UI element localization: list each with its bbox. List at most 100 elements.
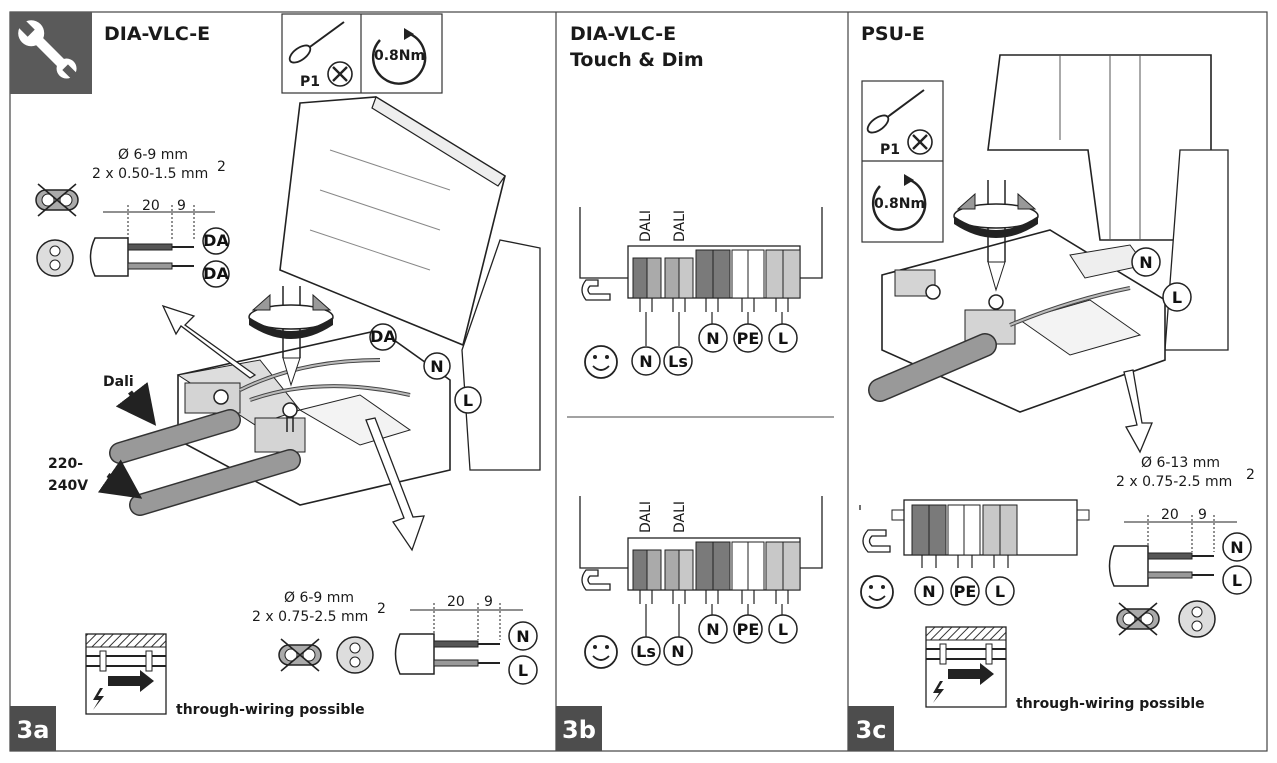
cable-top-terminal-1: DA bbox=[202, 227, 230, 255]
screwdriver-size-c: P1 bbox=[880, 142, 900, 158]
svg-text:N: N bbox=[1230, 538, 1243, 557]
bottom-terminal-n: N bbox=[698, 614, 728, 644]
terminal-block-top bbox=[579, 207, 823, 346]
device-terminal-a-da: DA bbox=[369, 323, 397, 351]
svg-text:DA: DA bbox=[203, 264, 229, 283]
torque-icon-c bbox=[871, 174, 927, 231]
svg-text:N: N bbox=[516, 627, 529, 646]
through-wiring-icon-a bbox=[85, 633, 167, 715]
strip-outer-top: 20 bbox=[142, 198, 160, 214]
screwdriver-size-a: P1 bbox=[300, 74, 320, 90]
screwdriver-icon bbox=[288, 21, 345, 64]
svg-text:N: N bbox=[639, 352, 652, 371]
svg-text:L: L bbox=[463, 391, 473, 410]
top-sensor-ls: Ls bbox=[663, 346, 693, 376]
through-wiring-note-c: through-wiring possible bbox=[1016, 696, 1205, 712]
terminal-block-c bbox=[859, 499, 1090, 568]
device-terminal-c-n: N bbox=[1131, 247, 1161, 277]
panel-3b: DIA-VLC-E Touch & Dim DALI DALI N bbox=[556, 23, 823, 751]
block-c-terminal-n: N bbox=[914, 576, 944, 606]
cable-top-drawing bbox=[89, 237, 194, 277]
phillips-head-icon-c bbox=[907, 129, 933, 155]
svg-text:PE: PE bbox=[737, 620, 760, 639]
cable-c-drawing bbox=[1108, 545, 1214, 587]
cable-bottom-drawing bbox=[394, 633, 500, 675]
cable-bottom-terminal-l: L bbox=[508, 655, 538, 685]
screwdriver-icon-c bbox=[866, 89, 925, 134]
top-terminal-l: L bbox=[768, 323, 798, 353]
cable-c-diameter: Ø 6-13 mm bbox=[1141, 455, 1220, 471]
strip-outer-c: 20 bbox=[1161, 507, 1179, 523]
svg-text:L: L bbox=[518, 661, 528, 680]
bottom-col-label-2: DALI bbox=[672, 501, 688, 533]
cable-c-section: 2 x 0.75-2.5 mm bbox=[1116, 474, 1232, 490]
smiley-icon-bottom bbox=[584, 635, 618, 669]
svg-text:N: N bbox=[706, 620, 719, 639]
svg-text:L: L bbox=[1172, 288, 1182, 307]
cable-c-terminal-n: N bbox=[1222, 532, 1252, 562]
svg-text:PE: PE bbox=[737, 329, 760, 348]
panel-3a: DIA-VLC-E P1 0.8Nm Ø 6-9 mm 2 x 0.50-1.5… bbox=[10, 12, 541, 751]
cable-c-sq: 2 bbox=[1246, 467, 1255, 483]
cable-bottom-terminal-n: N bbox=[508, 621, 538, 651]
cable-top-section: 2 x 0.50-1.5 mm bbox=[92, 166, 208, 182]
panel-c-title: PSU-E bbox=[861, 23, 925, 45]
device-terminal-a-l: L bbox=[454, 386, 482, 414]
svg-text:N: N bbox=[430, 357, 443, 376]
svg-text:Ls: Ls bbox=[668, 352, 688, 371]
cable-top-diameter: Ø 6-9 mm bbox=[118, 147, 188, 163]
panel-number-b-box bbox=[556, 706, 602, 751]
outer-frame bbox=[9, 11, 1268, 752]
strip-dimension-bottom bbox=[410, 603, 523, 640]
cable-top-sq: 2 bbox=[217, 159, 226, 175]
terminal-block-bottom bbox=[579, 496, 823, 638]
through-wiring-note-a: through-wiring possible bbox=[176, 702, 365, 718]
block-c-terminal-l: L bbox=[985, 576, 1015, 606]
input-dali-label: Dali bbox=[103, 374, 134, 390]
input-mains-label-1: 220- bbox=[48, 456, 83, 472]
panel-number-a: 3a bbox=[17, 716, 50, 744]
strip-inner-c: 9 bbox=[1198, 507, 1207, 523]
svg-text:L: L bbox=[778, 620, 788, 639]
bottom-terminal-l: L bbox=[768, 614, 798, 644]
svg-text:N: N bbox=[671, 642, 684, 661]
device-drawing-c bbox=[868, 54, 1229, 454]
svg-text:N: N bbox=[706, 329, 719, 348]
smiley-icon-c bbox=[860, 575, 894, 609]
torque-value-c: 0.8Nm bbox=[874, 196, 925, 212]
svg-text:L: L bbox=[1232, 571, 1242, 590]
top-col-label-1: DALI bbox=[638, 210, 654, 242]
top-sensor-n: N bbox=[631, 346, 661, 376]
panel-b-title-2: Touch & Dim bbox=[570, 49, 704, 71]
strip-inner-bottom: 9 bbox=[484, 594, 493, 610]
svg-text:L: L bbox=[995, 582, 1005, 601]
wrench-icon bbox=[16, 18, 78, 80]
torque-value-a: 0.8Nm bbox=[374, 48, 425, 64]
panel-3c: PSU-E P1 0.8Nm bbox=[848, 23, 1255, 751]
top-col-label-2: DALI bbox=[672, 210, 688, 242]
mains-arrow bbox=[97, 459, 143, 499]
bottom-col-label-1: DALI bbox=[638, 501, 654, 533]
round-cable-icon bbox=[36, 239, 74, 277]
smiley-icon-top bbox=[584, 345, 618, 379]
panel-number-c: 3c bbox=[856, 716, 887, 744]
svg-text:DA: DA bbox=[203, 231, 229, 250]
panel-number-c-box bbox=[848, 706, 894, 751]
svg-text:DA: DA bbox=[370, 327, 396, 346]
strip-dimension-c bbox=[1124, 515, 1237, 552]
device-terminal-c-l: L bbox=[1162, 282, 1192, 312]
top-terminal-pe: PE bbox=[733, 323, 763, 353]
strip-outer-bottom: 20 bbox=[447, 594, 465, 610]
svg-text:L: L bbox=[778, 329, 788, 348]
cable-bottom-section: 2 x 0.75-2.5 mm bbox=[252, 609, 368, 625]
panel-number-a-box bbox=[10, 706, 56, 751]
panel-a-title: DIA-VLC-E bbox=[104, 23, 210, 45]
cable-bottom-diameter: Ø 6-9 mm bbox=[284, 590, 354, 606]
device-drawing-a bbox=[109, 96, 541, 552]
svg-text:Ls: Ls bbox=[636, 642, 656, 661]
dali-arrow bbox=[115, 382, 157, 426]
bottom-sensor-ls: Ls bbox=[631, 636, 661, 666]
top-terminal-n: N bbox=[698, 323, 728, 353]
cable-top-terminal-2: DA bbox=[202, 260, 230, 288]
